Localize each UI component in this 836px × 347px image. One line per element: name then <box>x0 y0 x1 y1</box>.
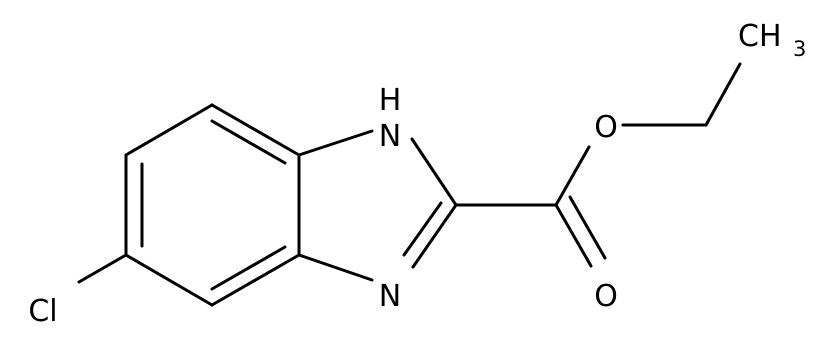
atom-label-cl: Cl <box>28 294 57 329</box>
bond-c5-cl <box>77 253 128 284</box>
benzene-ring <box>124 103 301 307</box>
bond-inner-c7a-c7 <box>210 119 287 165</box>
atom-label-ch3: CH <box>738 19 782 54</box>
bond-ccarbonyl-oester <box>554 145 591 207</box>
ester-group <box>454 62 742 268</box>
bond-c2-n3 <box>411 203 458 269</box>
bond-c4-c3a <box>210 253 301 307</box>
bond-c-o-double-1 <box>554 203 593 268</box>
bond-c-o-double-2 <box>568 195 607 260</box>
bond-c7a-c7 <box>210 103 301 157</box>
atom-label-o-ester: O <box>594 110 618 145</box>
bond-inner-c4-c3a <box>210 245 287 291</box>
bond-ch2-ch3 <box>704 62 742 127</box>
bond-c5-c4 <box>124 253 214 307</box>
bond-c2-n3-double <box>402 201 443 257</box>
bond-n1-c2 <box>410 137 458 207</box>
atom-label-ch3-subscript: 3 <box>793 37 806 61</box>
imidazole-ring <box>297 129 458 282</box>
atom-label-nh-n: N <box>379 119 401 154</box>
atom-label-n3: N <box>379 279 401 314</box>
bond-c7a-n1 <box>297 129 374 157</box>
bond-n3-c3a <box>297 253 374 282</box>
atom-label-nh-h: H <box>379 83 402 118</box>
bond-c7-c6 <box>124 103 214 157</box>
atom-label-o-carbonyl: O <box>594 279 618 314</box>
